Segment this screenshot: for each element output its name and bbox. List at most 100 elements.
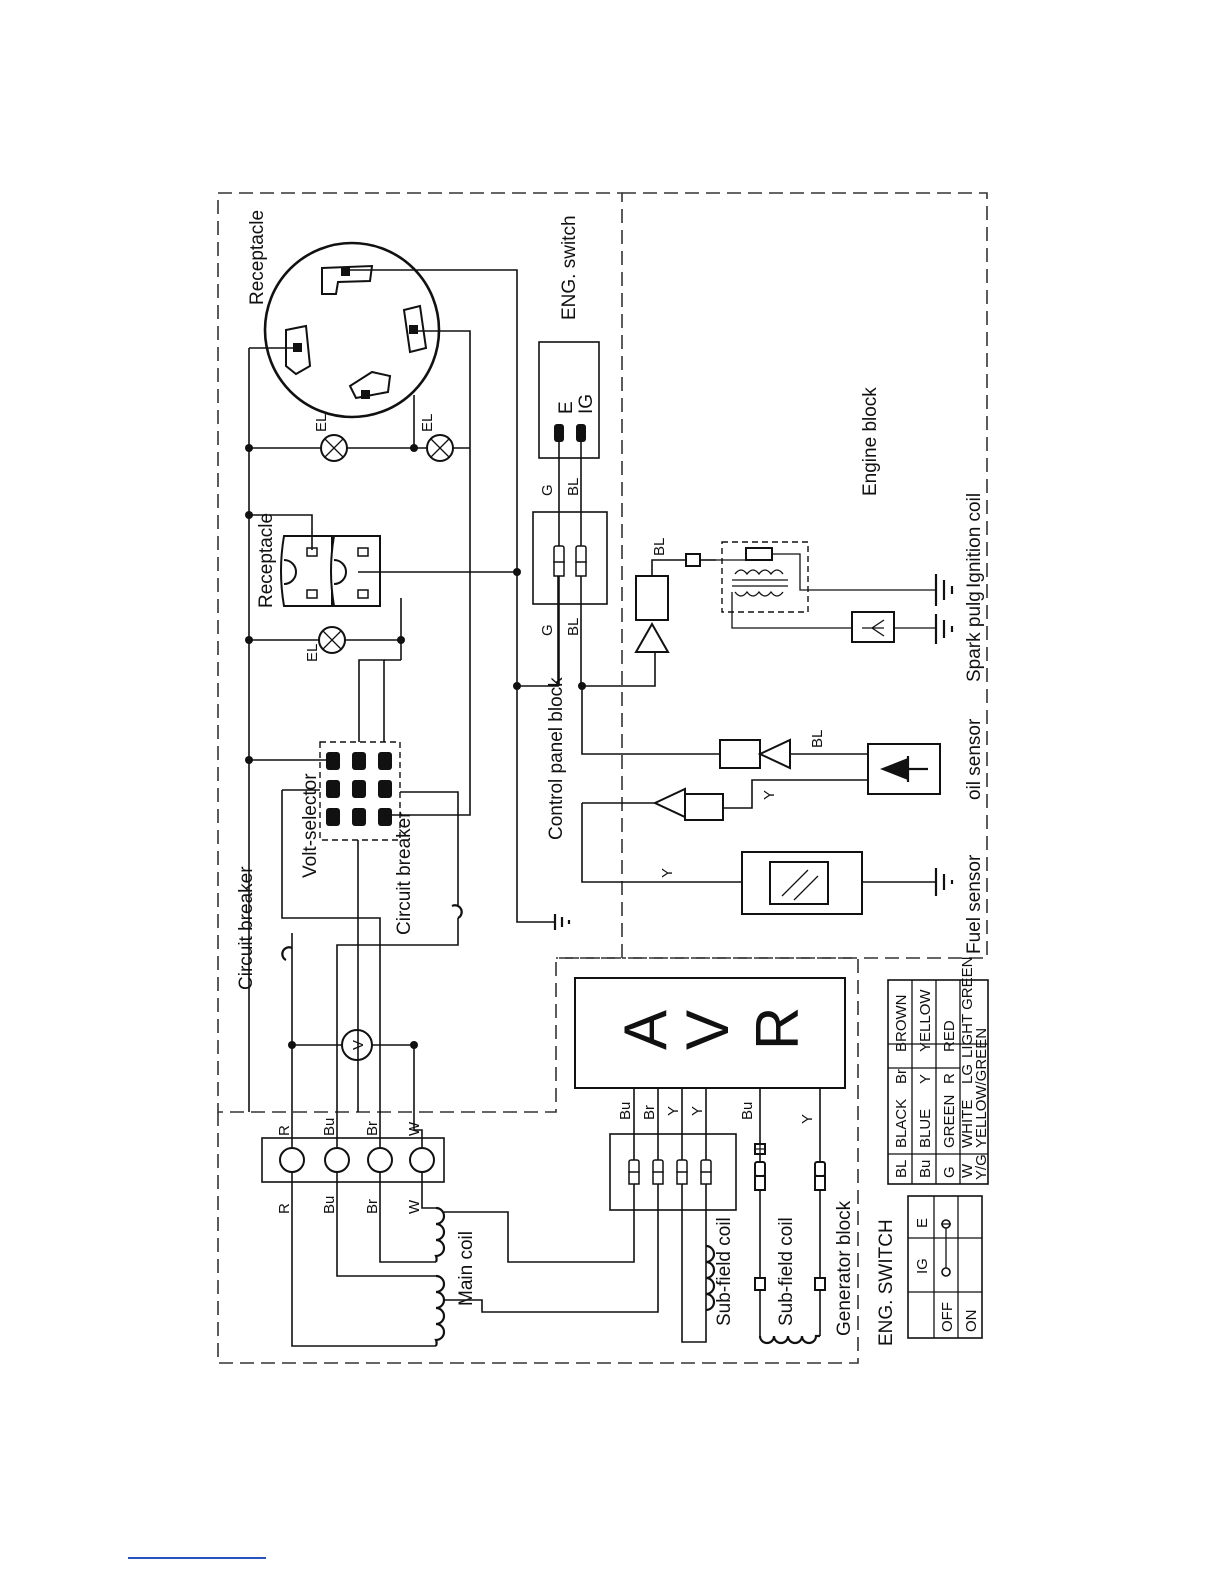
legend-name-red: RED [941,1020,958,1052]
ignition-connector: BL [634,538,716,653]
legend-code-r: R [941,1073,958,1084]
avr-wire-y1: Y [665,1106,682,1116]
eng-switch-terminal-e: E [556,401,577,414]
term-bottom-bu: Bu [321,1196,338,1214]
term-top-r: R [276,1125,293,1136]
avr-wire-bu: Bu [617,1102,634,1120]
volt-selector: Volt-selector [300,741,401,878]
term-top-w: W [406,1121,423,1136]
sub-field-coil-1: Sub-field coil [705,1217,735,1326]
control-panel-block-label: Control panel block [546,677,567,840]
legend-row-5: Y/G YELLOW/GREEN [973,1028,990,1180]
spark-plug-label: Spark pulg [964,591,985,682]
fuel-sensor-label: Fuel sensor [964,854,985,954]
eng-switch-col-e: E [914,1218,931,1228]
legend-row-1: BL BLACK Br BROWN [893,995,910,1179]
sub-field-coil-2-label: Sub-field coil [776,1217,797,1326]
voltmeter: V [341,1029,373,1061]
legend-code-w: W [959,1163,976,1178]
panel-wire-bl: BL [565,618,582,636]
lamp-3-label: EL [304,644,321,662]
legend-name-white: WHITE [959,1100,976,1148]
avr-wire-y2: Y [689,1106,706,1116]
generator-frame [217,957,859,1364]
legend-code-br: Br [893,1069,910,1084]
legend-code-bu: Bu [917,1160,934,1178]
generator-block: Main coil Sub-field coil Sub-field coil … [291,1143,855,1347]
fuel-wire-y: Y [659,868,676,878]
eng-switch-terminal-ig: IG [576,394,597,414]
lamps: EL EL EL [304,414,454,662]
engine-frame [622,192,988,959]
fuel-sensor: Y Fuel sensor [659,851,985,954]
ignition-coil-label: Ignition coil [964,493,985,588]
avr-wire-br: Br [641,1105,658,1120]
term-bottom-w: W [406,1199,423,1214]
sub-wire-y: Y [799,1114,816,1124]
ground-symbol-panel [553,914,571,930]
panel-wire-g: G [539,624,556,636]
main-coil-label: Main coil [456,1231,477,1306]
legend-code-bl: BL [893,1160,910,1178]
switch-wire-bl: BL [565,478,582,496]
oil-sensor: oil sensor [867,718,985,800]
eng-switch-row-off: OFF [939,1302,956,1332]
legend-name-yellow-green: YELLOW/GREEN [973,1028,990,1148]
legend-name-green: GREEN [941,1095,958,1148]
spark-plug: Spark pulg [851,591,985,682]
generator-block-label: Generator block [834,1200,855,1336]
main-coil: Main coil [434,1206,477,1347]
eng-switch: E IG ENG. switch G BL [538,215,600,548]
sub-field-coil-2: Sub-field coil [758,1217,820,1345]
eng-switch-row-on: ON [963,1310,980,1333]
term-bottom-r: R [276,1203,293,1214]
lamp-1: EL [313,414,348,462]
avr-letter-v: V [674,1010,741,1050]
control-panel-wires: Circuit breaker Circuit breaker [236,269,742,1112]
legend-name-yellow: YELLOW [917,989,934,1052]
avr-letter-r: R [744,1007,811,1050]
avr-connector [609,1133,737,1211]
ignition-wire-bl: BL [651,538,668,556]
term-top-br: Br [364,1121,381,1136]
term-bottom-br: Br [364,1199,381,1214]
lamp-2-label: EL [419,414,436,432]
eng-switch-label: ENG. switch [559,215,580,320]
legend-row-4: W WHITE LG LIGHT GREEN [959,957,976,1178]
receptacle-duplex-label: Receptacle [256,513,277,608]
twist-lock-receptacle: Receptacle [247,210,441,419]
wire-color-legend: BL BLACK Br BROWN Bu BLUE Y YELLOW G GRE… [887,957,990,1185]
legend-code-yg: Y/G [973,1154,990,1180]
avr-module: A V R Bu Br Y Y Bu Y [574,977,846,1166]
lamp-1-label: EL [313,414,330,432]
oil-wire-y: Y [761,790,778,800]
term-top-bu: Bu [321,1118,338,1136]
eng-switch-off-connection [941,1219,951,1277]
legend-row-3: G GREEN R RED [941,1020,958,1178]
sub-field-connectors [754,1143,826,1336]
fuel-connector: Y [652,779,868,821]
eng-switch-table-title: ENG. SWITCH [876,1219,897,1346]
panel-connector: G BL [532,511,608,686]
receptacle-twist-label: Receptacle [247,210,268,305]
legend-code-y: Y [917,1074,934,1084]
engine-block: Engine block BL Ignition coil Spark [634,387,985,954]
terminal-block: R Bu Br W R Bu Br W [261,1112,445,1214]
sub-field-coil-1-label: Sub-field coil [714,1217,735,1326]
engine-block-label: Engine block [860,387,881,496]
duplex-receptacle: Receptacle [256,513,381,608]
legend-code-lg: LG [959,1064,976,1084]
block-frames [217,192,988,1364]
avr-letter-a: A [612,1010,679,1050]
legend-name-brown: BROWN [893,995,910,1053]
eng-switch-col-ig: IG [914,1258,931,1274]
switch-wire-g: G [539,484,556,496]
oil-sensor-label: oil sensor [964,718,985,800]
legend-row-2: Bu BLUE Y YELLOW [917,989,934,1178]
sub-wire-bu: Bu [739,1102,756,1120]
legend-code-g: G [941,1166,958,1178]
lamp-3: EL [304,626,346,662]
oil-wire-bl: BL [809,730,826,748]
legend-name-blue: BLUE [917,1109,934,1148]
